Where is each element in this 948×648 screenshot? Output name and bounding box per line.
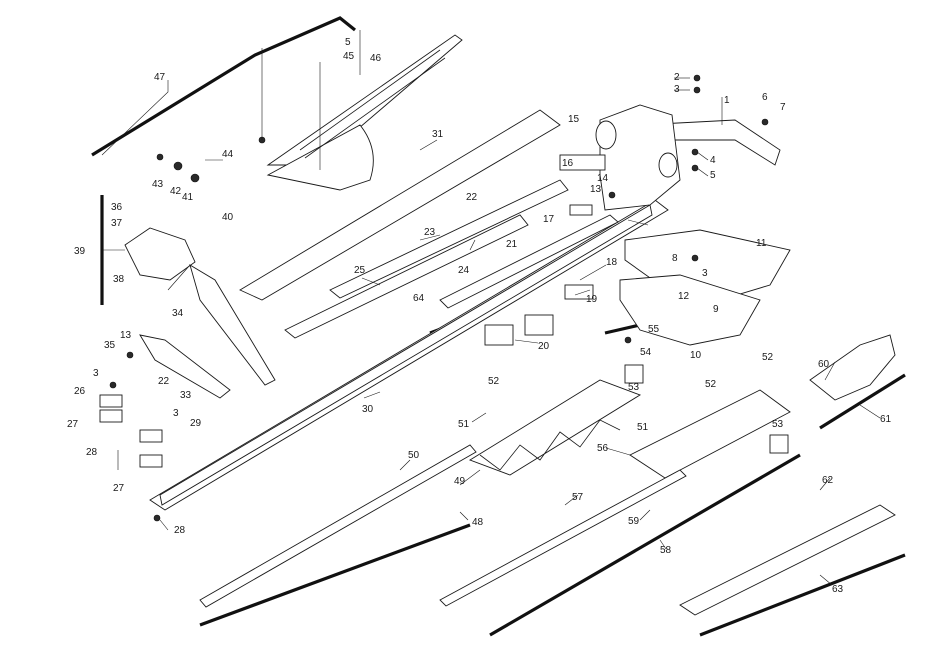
label-part-28: 28 bbox=[86, 447, 98, 458]
label-part-56: 56 bbox=[597, 443, 609, 454]
part-inner-bar bbox=[439, 214, 619, 309]
label-part-55: 55 bbox=[648, 324, 660, 335]
parts-group bbox=[99, 34, 896, 616]
label-part-53: 53 bbox=[772, 419, 784, 430]
part-strip-63 bbox=[679, 504, 896, 616]
label-part-42: 42 bbox=[170, 186, 182, 197]
label-part-5: 5 bbox=[710, 170, 716, 181]
label-part-18: 18 bbox=[606, 257, 618, 268]
label-part-13: 13 bbox=[120, 330, 132, 341]
label-part-49: 49 bbox=[454, 476, 466, 487]
label-part-39: 39 bbox=[74, 246, 86, 257]
label-part-6: 6 bbox=[762, 92, 768, 103]
label-part-24: 24 bbox=[458, 265, 470, 276]
label-part-60: 60 bbox=[818, 359, 830, 370]
label-part-34: 34 bbox=[172, 308, 184, 319]
label-part-51: 51 bbox=[637, 422, 649, 433]
label-part-5: 5 bbox=[345, 37, 351, 48]
label-part-52: 52 bbox=[705, 379, 717, 390]
label-part-47: 47 bbox=[154, 72, 166, 83]
label-part-43: 43 bbox=[152, 179, 164, 190]
label-part-4: 4 bbox=[710, 155, 716, 166]
label-part-41: 41 bbox=[182, 192, 194, 203]
part-upper-bar bbox=[239, 109, 561, 301]
label-part-16: 16 bbox=[562, 158, 574, 169]
label-part-58: 58 bbox=[660, 545, 672, 556]
label-part-14: 14 bbox=[597, 173, 609, 184]
label-part-2: 2 bbox=[674, 72, 680, 83]
part-bracket-33 bbox=[139, 334, 231, 399]
label-part-22: 22 bbox=[466, 192, 478, 203]
label-part-13: 13 bbox=[590, 184, 602, 195]
label-part-26: 26 bbox=[74, 386, 86, 397]
label-part-25: 25 bbox=[354, 265, 366, 276]
part-knife-49 bbox=[468, 379, 642, 476]
label-part-12: 12 bbox=[678, 291, 690, 302]
label-part-22: 22 bbox=[158, 376, 170, 387]
label-part-62: 62 bbox=[822, 475, 834, 486]
label-part-40: 40 bbox=[222, 212, 234, 223]
label-part-44: 44 bbox=[222, 149, 234, 160]
leader-lines bbox=[101, 30, 881, 586]
label-part-61: 61 bbox=[880, 414, 892, 425]
label-part-11: 11 bbox=[756, 238, 767, 249]
label-part-36: 36 bbox=[111, 202, 123, 213]
label-part-3: 3 bbox=[173, 408, 179, 419]
part-end-assembly bbox=[809, 334, 896, 401]
label-part-3: 3 bbox=[93, 368, 99, 379]
label-part-64: 64 bbox=[413, 293, 425, 304]
label-part-8: 8 bbox=[672, 253, 678, 264]
label-part-3: 3 bbox=[702, 268, 708, 279]
label-part-23: 23 bbox=[424, 227, 436, 238]
label-part-9: 9 bbox=[713, 304, 719, 315]
label-part-52: 52 bbox=[488, 376, 500, 387]
label-part-52: 52 bbox=[762, 352, 774, 363]
label-part-37: 37 bbox=[111, 218, 123, 229]
label-part-10: 10 bbox=[690, 350, 702, 361]
label-part-63: 63 bbox=[832, 584, 844, 595]
part-guard-row-23 bbox=[329, 179, 569, 299]
part-rod-50 bbox=[199, 444, 477, 608]
label-part-27: 27 bbox=[113, 483, 125, 494]
label-part-46: 46 bbox=[370, 53, 382, 64]
part-gearbox-housing bbox=[599, 104, 681, 211]
label-part-35: 35 bbox=[104, 340, 116, 351]
label-part-48: 48 bbox=[472, 517, 484, 528]
part-strip-57 bbox=[439, 469, 687, 607]
label-part-38: 38 bbox=[113, 274, 125, 285]
label-part-54: 54 bbox=[640, 347, 652, 358]
label-part-31: 31 bbox=[432, 129, 444, 140]
label-part-27: 27 bbox=[67, 419, 79, 430]
label-part-20: 20 bbox=[538, 341, 550, 352]
label-part-53: 53 bbox=[628, 382, 640, 393]
label-part-19: 19 bbox=[586, 294, 598, 305]
label-part-3: 3 bbox=[674, 84, 680, 95]
part-guard-row-25 bbox=[284, 214, 529, 339]
label-part-57: 57 bbox=[572, 492, 584, 503]
label-part-7: 7 bbox=[780, 102, 786, 113]
label-part-1: 1 bbox=[724, 95, 730, 106]
label-part-28: 28 bbox=[174, 525, 186, 536]
callout-labels: 1 2 3 3 3 3 4 5 5 6 7 8 9 10 11 12 13 13… bbox=[67, 37, 892, 595]
part-skid-10 bbox=[619, 274, 761, 346]
label-part-29: 29 bbox=[190, 418, 202, 429]
label-part-50: 50 bbox=[408, 450, 420, 461]
label-part-21: 21 bbox=[506, 239, 518, 250]
label-part-17: 17 bbox=[543, 214, 555, 225]
label-part-33: 33 bbox=[180, 390, 192, 401]
part-end-shoe bbox=[124, 227, 196, 281]
label-part-45: 45 bbox=[343, 51, 355, 62]
frame-lines bbox=[91, 16, 906, 637]
label-part-15: 15 bbox=[568, 114, 580, 125]
label-part-59: 59 bbox=[628, 516, 640, 527]
label-part-30: 30 bbox=[362, 404, 374, 415]
label-part-51: 51 bbox=[458, 419, 470, 430]
part-knife-head bbox=[629, 389, 791, 479]
